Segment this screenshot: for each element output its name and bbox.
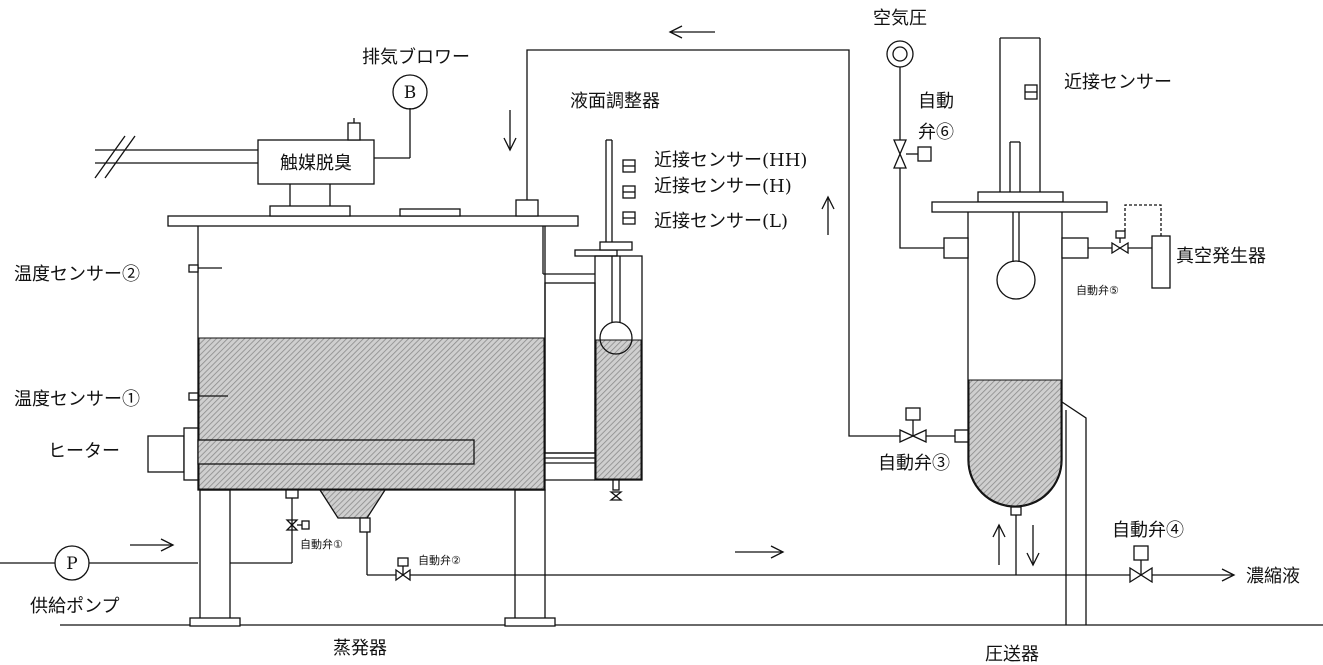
label-air-pressure: 空気圧 (873, 8, 927, 29)
auto-valve-2 (366, 532, 1130, 582)
air-pressure (886, 40, 914, 140)
label-pressure-feeder: 圧送器 (985, 644, 1039, 665)
label-level-regulator: 液面調整器 (570, 91, 660, 112)
heater-element (197, 439, 475, 465)
flow-arrow-right-bottom (735, 545, 785, 559)
label-supply-pump: 供給ポンプ (30, 596, 119, 617)
auto-valve-1 (230, 489, 310, 564)
exhaust-blower-icon (392, 74, 428, 110)
label-vacuum-generator: 真空発生器 (1176, 246, 1266, 267)
level-regulator (542, 139, 643, 501)
level-regulator-vessel (544, 282, 596, 454)
label-catalytic-deodorizer: 触媒脱臭 (280, 153, 352, 174)
label-exhaust-blower: 排気ブロワー (362, 46, 470, 68)
label-auto-valve-6-line2: 弁⑥ (918, 122, 954, 143)
auto-valve-3 (899, 407, 955, 444)
supply-pump (0, 545, 198, 581)
auto-valve-4 (1129, 545, 1236, 584)
label-auto-valve-3: 自動弁③ (878, 453, 950, 474)
label-evaporator: 蒸発器 (333, 638, 387, 659)
auto-valve-5 (1088, 230, 1152, 255)
pressure-feeder (931, 37, 1108, 625)
label-pump-symbol: P (66, 554, 77, 574)
flow-arrow-up-level (821, 195, 835, 235)
label-blower-symbol: B (404, 83, 417, 103)
label-proximity-sensor-l: 近接センサー(L) (654, 211, 788, 232)
evaporator-leg-right (514, 489, 546, 623)
label-auto-valve-1: 自動弁① (300, 537, 343, 551)
air-pressure-gauge-icon (886, 40, 914, 68)
label-auto-valve-6-line1: 自動 (918, 91, 954, 112)
pressure-feeder-liquid (968, 379, 1062, 507)
label-heater: ヒーター (48, 441, 120, 462)
auto-valve-6 (893, 139, 944, 249)
evaporator-liquid (198, 337, 545, 490)
catalytic-deodorizer (94, 74, 428, 206)
label-proximity-sensor: 近接センサー (1064, 72, 1172, 93)
pressure-feeder-float (996, 260, 1036, 300)
label-auto-valve-5: 自動弁⑤ (1076, 283, 1119, 297)
evaporator-funnel (318, 489, 387, 519)
vacuum-generator (1124, 204, 1171, 289)
catalytic-deodorizer-box (257, 139, 375, 185)
label-proximity-sensor-hh: 近接センサー(HH) (654, 150, 807, 171)
label-auto-valve-2: 自動弁② (418, 553, 461, 567)
evaporator-lid (167, 215, 579, 227)
flow-arrow-left-top (668, 25, 715, 39)
label-auto-valve-4: 自動弁④ (1112, 520, 1184, 541)
evaporator (147, 199, 579, 627)
level-float (599, 321, 633, 355)
flow-arrow-up-feeder (992, 523, 1006, 565)
label-temp-sensor-1: 温度センサー① (14, 389, 140, 410)
flow-arrow-down-feeder (1026, 525, 1040, 567)
flow-arrow-right-pump (130, 538, 175, 552)
heater-body (147, 435, 185, 473)
vacuum-generator-body (1151, 235, 1171, 289)
flow-arrow-down-vapor (503, 110, 517, 152)
vapor-line (526, 49, 900, 437)
label-concentrate: 濃縮液 (1246, 566, 1300, 587)
label-proximity-sensor-h: 近接センサー(H) (654, 176, 792, 197)
evaporator-leg-left (199, 489, 231, 623)
label-temp-sensor-2: 温度センサー② (14, 264, 140, 285)
